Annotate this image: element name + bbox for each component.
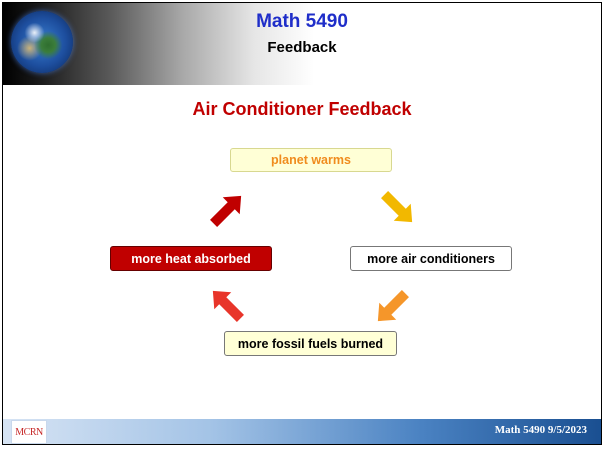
footer-bar [3,419,601,444]
node-more-air-conditioners: more air conditioners [350,246,512,271]
mcrn-logo: MCRN [11,420,47,444]
feedback-arrows [204,186,421,330]
slide-subtitle: Feedback [267,39,337,56]
arrow-heat-to-warm-shape [205,187,250,232]
arrow-warm-to-air-shape [376,186,421,231]
slide-title: Math 5490 [256,11,348,32]
node-planet-warms: planet warms [230,148,392,172]
node-more-heat-absorbed: more heat absorbed [110,246,272,271]
arrow-fossil-to-heat-icon [204,282,249,327]
arrow-fossil-to-heat-shape [204,282,249,327]
node-more-fossil-fuels-burned: more fossil fuels burned [224,331,397,356]
diagram-heading: Air Conditioner Feedback [192,99,412,119]
arrow-heat-to-warm-icon [205,187,250,232]
header-band [3,3,601,85]
arrow-air-to-fossil-shape [369,285,414,330]
arrow-warm-to-air-icon [376,186,421,231]
arrow-air-to-fossil-icon [369,285,414,330]
earth-globe-icon [11,11,73,73]
footer-text: Math 5490 9/5/2023 [494,424,587,436]
